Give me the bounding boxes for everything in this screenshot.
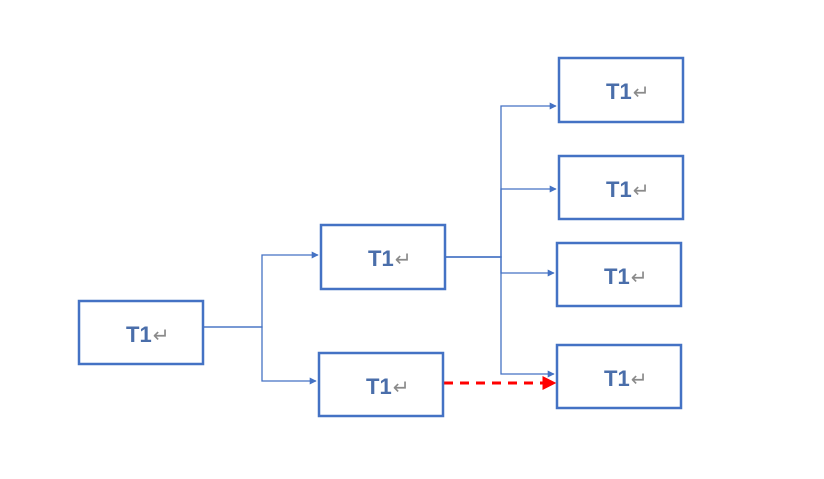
paragraph-mark-icon: ↵ xyxy=(631,367,648,391)
node-box xyxy=(319,223,447,291)
node-label: T1↵ xyxy=(368,246,411,271)
node-mid-upper: T1↵ xyxy=(319,223,447,291)
node-box xyxy=(317,351,445,418)
node-leaf-2: T1↵ xyxy=(557,154,685,221)
node-box xyxy=(557,154,685,221)
paragraph-mark-icon: ↵ xyxy=(153,323,170,347)
nodes: T1↵T1↵T1↵T1↵T1↵T1↵T1↵ xyxy=(77,56,685,418)
paragraph-mark-icon: ↵ xyxy=(395,247,412,271)
node-box xyxy=(555,241,683,308)
node-label-text: T1 xyxy=(604,366,630,391)
arrow-root-to-mid-upper xyxy=(203,251,319,328)
node-mid-lower: T1↵ xyxy=(317,351,445,418)
connectors xyxy=(203,102,557,390)
node-label: T1↵ xyxy=(604,366,647,391)
node-label-text: T1 xyxy=(126,322,152,347)
node-label-text: T1 xyxy=(368,246,394,271)
node-label-text: T1 xyxy=(366,374,392,399)
node-leaf-4: T1↵ xyxy=(555,343,683,410)
paragraph-mark-icon: ↵ xyxy=(631,265,648,289)
node-box xyxy=(77,299,205,366)
arrow-mid-upper-to-leaf-2 xyxy=(445,185,557,258)
node-label-text: T1 xyxy=(606,79,632,104)
node-box xyxy=(557,56,685,124)
node-label-text: T1 xyxy=(604,264,630,289)
arrow-mid-upper-to-leaf-4 xyxy=(445,256,555,378)
node-label: T1↵ xyxy=(604,264,647,289)
node-label-text: T1 xyxy=(606,177,632,202)
arrow-mid-upper-to-leaf-3 xyxy=(445,256,555,277)
node-root: T1↵ xyxy=(77,299,205,366)
node-label: T1↵ xyxy=(606,79,649,104)
node-leaf-1: T1↵ xyxy=(557,56,685,124)
paragraph-mark-icon: ↵ xyxy=(393,375,410,399)
arrow-root-to-mid-lower xyxy=(203,326,317,385)
paragraph-mark-icon: ↵ xyxy=(633,178,650,202)
node-label: T1↵ xyxy=(126,322,169,347)
paragraph-mark-icon: ↵ xyxy=(633,80,650,104)
node-label: T1↵ xyxy=(606,177,649,202)
node-leaf-3: T1↵ xyxy=(555,241,683,308)
node-label: T1↵ xyxy=(366,374,409,399)
node-box xyxy=(555,343,683,410)
